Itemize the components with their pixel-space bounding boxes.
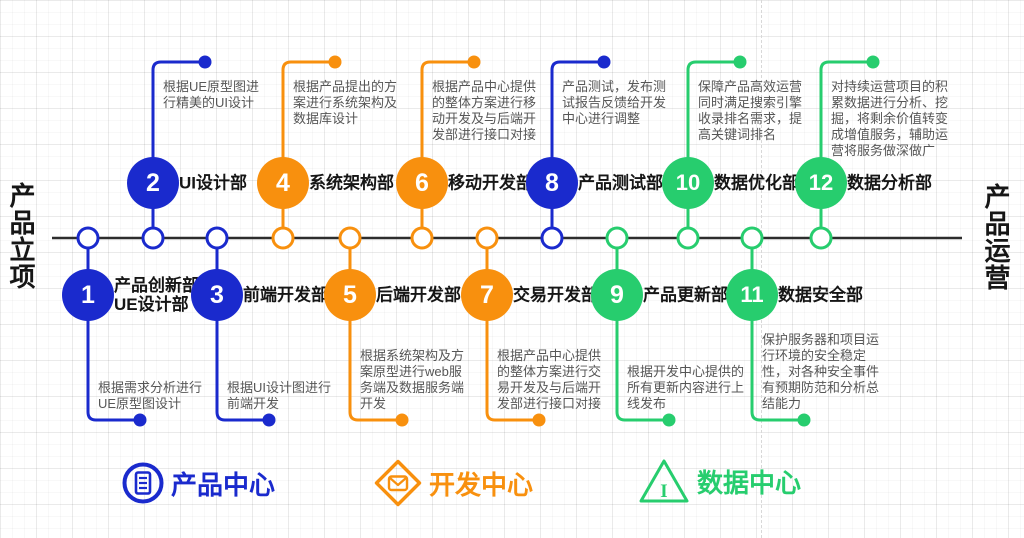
node-7-label: 交易开发部 [513,285,598,305]
node-4-number: 4 [276,168,290,197]
node-1-connector-dot [133,413,147,427]
node-11-connector-dot [797,413,811,427]
node-8-circle: 8 [526,157,578,209]
node-11-desc: 保护服务器和项目运 行环境的安全稳定 性，对各种安全事件 有预期防范和分析总 结… [762,332,880,411]
timeline-point-2 [141,226,165,250]
node-1-circle: 1 [62,269,114,321]
timeline-point-3 [205,226,229,250]
timeline-point-9 [605,226,629,250]
node-2-circle: 2 [127,157,179,209]
node-10-circle: 10 [662,157,714,209]
node-11-number: 11 [740,282,764,307]
node-6-connector [420,60,476,230]
node-8-connector-dot [597,55,611,69]
timeline-point-8 [540,226,564,250]
node-4-connector [281,60,337,230]
legend-label-dev-center: 开发中心 [429,469,534,500]
timeline-point-1 [76,226,100,250]
node-11-connector [750,246,806,422]
node-4-connector-dot [328,55,342,69]
node-5-label: 后端开发部 [376,285,461,305]
svg-text:I: I [660,481,667,502]
node-7-number: 7 [480,280,494,309]
node-9-desc: 根据开发中心提供的 所有更新内容进行上 线发布 [627,364,745,411]
node-10-connector-dot [733,55,747,69]
node-12-connector-dot [866,55,880,69]
timeline-point-5 [338,226,362,250]
page-fold-line [761,0,762,538]
node-3-circle: 3 [191,269,243,321]
node-6-circle: 6 [396,157,448,209]
node-9-connector-dot [662,413,676,427]
node-1-number: 1 [81,280,95,309]
timeline-point-7 [475,226,499,250]
node-12-desc: 对持续运营项目的积 累数据进行分析、挖 掘，将剩余价值转变 成增值服务，辅助运 … [831,79,949,158]
node-5-desc: 根据系统架构及方 案原型进行web服 务端及数据服务端 开发 [360,348,465,411]
timeline-point-4 [271,226,295,250]
node-9-connector [615,246,671,422]
node-3-connector-dot [262,413,276,427]
node-5-connector [348,246,404,422]
node-8-connector [550,60,606,230]
node-11-label: 数据安全部 [778,285,863,305]
node-5-circle: 5 [324,269,376,321]
node-12-connector [819,60,875,230]
node-4-label: 系统架构部 [309,173,394,193]
node-9-label: 产品更新部 [643,285,728,305]
legend-item-dev-center: 开发中心 [373,458,533,508]
node-7-desc: 根据产品中心提供 的整体方案进行交 易开发及与后端开 发部进行接口对接 [497,348,602,411]
node-10-connector [686,60,742,230]
node-6-connector-dot [467,55,481,69]
node-6-label: 移动开发部 [448,173,533,193]
node-2-connector-dot [198,55,212,69]
node-5-number: 5 [343,280,357,309]
legend-label-product-center: 产品中心 [171,469,276,500]
node-4-circle: 4 [257,157,309,209]
node-1-desc: 根据需求分析进行 UE原型图设计 [98,380,203,411]
node-3-desc: 根据UI设计图进行 前端开发 [227,380,332,411]
mail-diamond-icon [374,459,422,507]
node-3-number: 3 [210,280,224,309]
ibeam-triangle-icon: I [639,459,689,503]
node-1-connector [86,246,142,422]
node-12-circle: 12 [795,157,847,209]
node-7-connector [485,246,541,422]
node-10-desc: 保障产品高效运营 同时满足搜索引擎 收录排名需求，提 高关键词排名 [698,79,803,142]
timeline-point-11 [740,226,764,250]
legend-label-data-center: 数据中心 [697,467,802,498]
node-7-connector-dot [532,413,546,427]
node-10-label: 数据优化部 [714,173,799,193]
node-11-circle: 11 [726,269,778,321]
timeline-point-6 [410,226,434,250]
node-2-number: 2 [146,168,160,197]
legend-item-data-center: I 数据中心 [637,456,801,506]
node-7-circle: 7 [461,269,513,321]
node-8-label: 产品测试部 [578,173,663,193]
phase-title-right: 产品运营 [981,183,1011,291]
node-2-connector [151,60,207,230]
node-3-label: 前端开发部 [243,285,328,305]
node-8-number: 8 [545,168,559,197]
node-5-connector-dot [395,413,409,427]
node-6-desc: 根据产品中心提供 的整体方案进行移 动开发及与后端开 发部进行接口对接 [432,79,537,142]
node-4-desc: 根据产品提出的方 案进行系统架构及 数据库设计 [293,79,398,126]
legend-item-product-center: 产品中心 [121,461,275,505]
node-8-desc: 产品测试，发布测 试报告反馈给开发 中心进行调整 [562,79,667,126]
node-9-number: 9 [610,280,624,309]
phase-title-left: 产品立项 [6,182,36,290]
node-12-label: 数据分析部 [847,173,932,193]
document-circle-icon [122,462,164,504]
node-9-circle: 9 [591,269,643,321]
timeline-point-10 [676,226,700,250]
node-10-number: 10 [675,170,701,195]
timeline-point-12 [809,226,833,250]
node-6-number: 6 [415,168,429,197]
node-2-label: UI设计部 [179,173,247,193]
node-1-label: 产品创新部 UE设计部 [114,276,199,314]
node-3-connector [215,246,271,422]
node-12-number: 12 [808,170,834,195]
node-2-desc: 根据UE原型图进 行精美的UI设计 [163,79,260,110]
